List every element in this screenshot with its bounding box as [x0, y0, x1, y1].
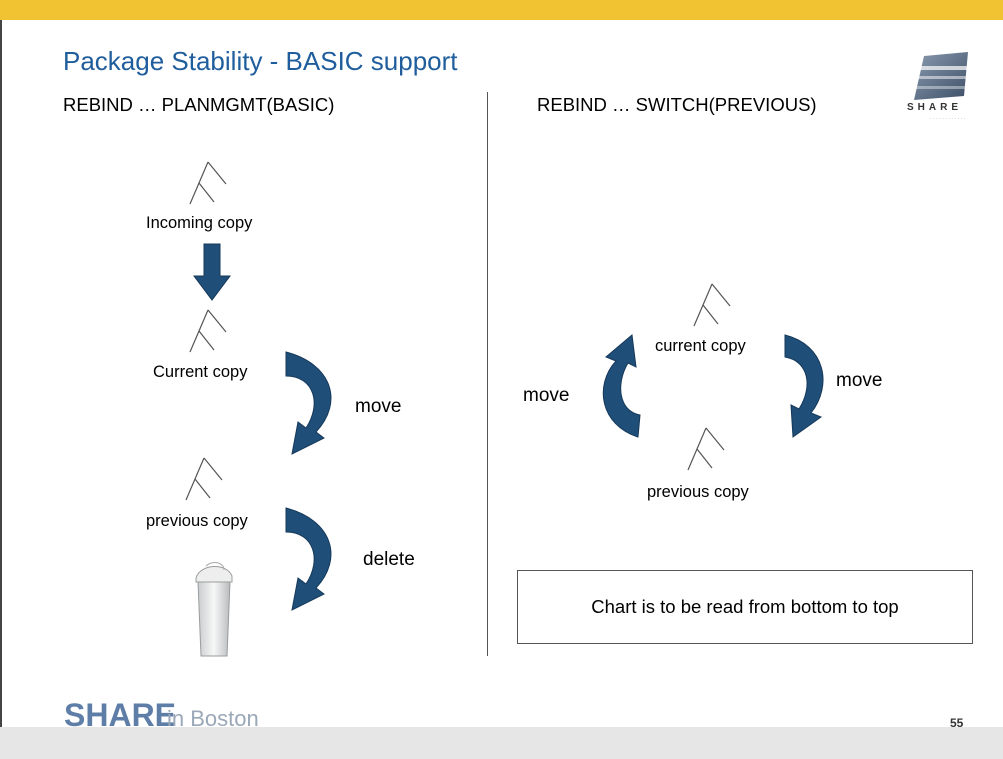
- column-divider: [487, 92, 488, 656]
- top-accent-bar: [0, 0, 1003, 20]
- move-label-left: move: [355, 396, 402, 417]
- incoming-copy-label: Incoming copy: [146, 214, 253, 232]
- previous-copy-label-left: previous copy: [146, 512, 248, 530]
- move-up-curved-arrow-icon: [602, 334, 641, 438]
- down-arrow-icon: [193, 243, 231, 301]
- previous-copy-label-right: previous copy: [647, 483, 749, 501]
- reading-note-text: Chart is to be read from bottom to top: [591, 596, 899, 617]
- share-corner-tagline: · · · · · · · · · · · ·: [930, 116, 966, 122]
- current-copy-tree-icon: [189, 309, 227, 353]
- share-corner-logo-icon: [912, 52, 972, 100]
- share-footer-logo: SHARE: [64, 697, 177, 733]
- current-copy-label-right: current copy: [655, 337, 746, 355]
- page-number: 55: [950, 716, 964, 730]
- previous-copy-tree-icon: [185, 457, 223, 501]
- reading-note-box: Chart is to be read from bottom to top: [517, 570, 973, 644]
- delete-curved-arrow-icon: [285, 507, 332, 611]
- left-border-line: [0, 20, 2, 759]
- current-copy-tree-icon-right: [693, 283, 731, 327]
- incoming-copy-tree-icon: [189, 161, 227, 205]
- share-corner-logo-text: SHARE: [907, 102, 963, 113]
- share-footer-logo-location: in Boston: [167, 706, 259, 731]
- slide-title: Package Stability - BASIC support: [63, 46, 458, 76]
- right-column-heading: REBIND … SWITCH(PREVIOUS): [537, 94, 817, 115]
- move-curved-arrow-icon: [285, 351, 332, 455]
- delete-label: delete: [363, 549, 415, 570]
- move-down-curved-arrow-icon: [784, 334, 824, 438]
- move-label-right-left: move: [523, 385, 570, 406]
- current-copy-label: Current copy: [153, 363, 248, 381]
- move-label-right-right: move: [836, 370, 883, 391]
- footer-band: [0, 727, 1003, 759]
- left-column-heading: REBIND … PLANMGMT(BASIC): [63, 94, 335, 115]
- previous-copy-tree-icon-right: [687, 427, 725, 471]
- trash-can-icon: [195, 562, 233, 657]
